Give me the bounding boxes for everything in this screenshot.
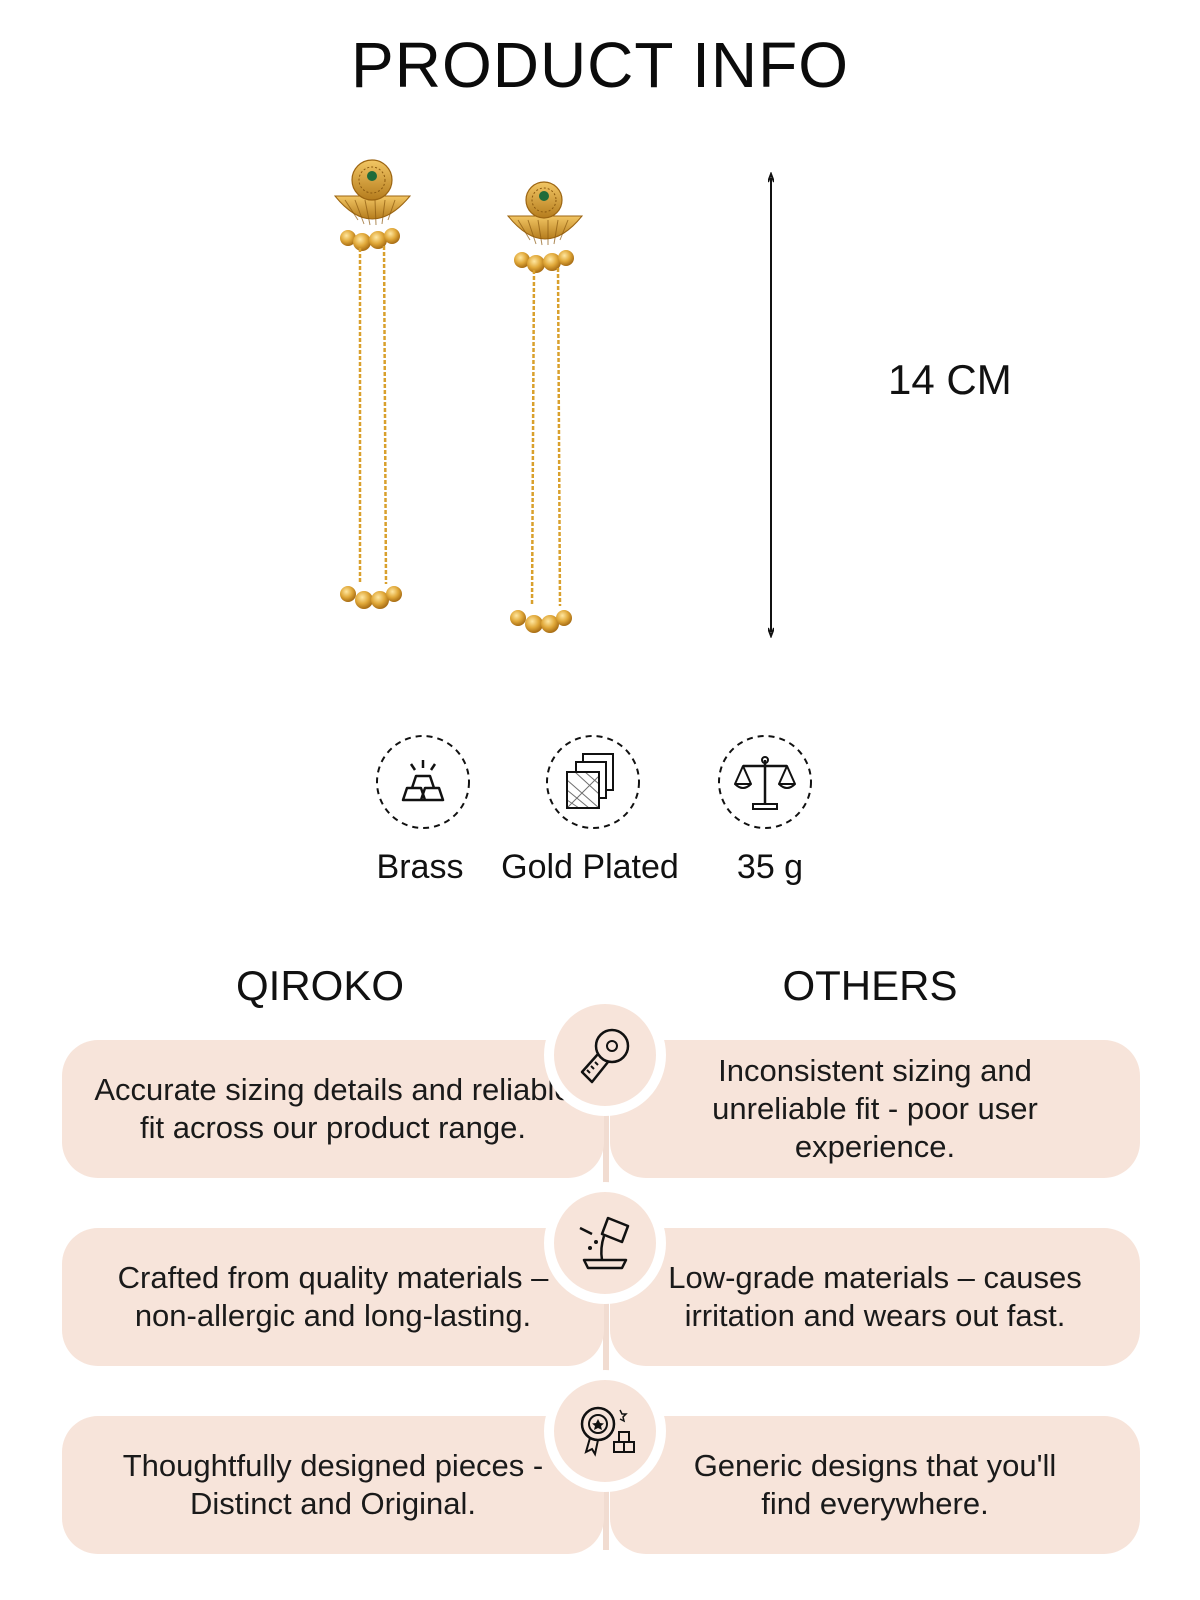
pouring-material-icon (579, 1216, 630, 1270)
spec-label-material: Brass (376, 848, 464, 886)
spec-label-finish: Gold Plated (501, 848, 679, 886)
comparison-row-3-brand-text: Thoughtfully designed pieces - Distinct … (122, 1448, 544, 1521)
comparison-row-3-brand: Thoughtfully designed pieces - Distinct … (62, 1416, 604, 1554)
comparison-row-2-brand-text: Crafted from quality materials – non-all… (117, 1260, 549, 1333)
comparison-row-3-others-text: Generic designs that you'll find everywh… (693, 1448, 1057, 1521)
comparison-row-2-others-text: Low-grade materials – causes irritation … (668, 1260, 1082, 1333)
plating-layers-icon (546, 735, 640, 829)
earrings-product-image (333, 159, 584, 633)
others-heading: OTHERS (782, 962, 958, 1009)
weighing-scale-icon (718, 735, 812, 829)
comparison-row-1-brand-text: Accurate sizing details and reliable fit… (94, 1072, 572, 1145)
comparison-row-1-badge (544, 994, 666, 1116)
comparison-divider (603, 1080, 609, 1550)
length-label: 14 CM (888, 356, 1012, 403)
page-title: PRODUCT INFO (351, 29, 849, 101)
comparison-row-2-badge (544, 1182, 666, 1304)
length-arrow-icon (768, 172, 774, 638)
comparison-row-3-badge (544, 1370, 666, 1492)
earring-left (333, 159, 412, 609)
comparison-row-1-brand: Accurate sizing details and reliable fit… (62, 1040, 604, 1178)
spec-label-weight: 35 g (736, 848, 804, 886)
comparison-row-2-brand: Crafted from quality materials – non-all… (62, 1228, 604, 1366)
measuring-tape-icon (580, 1028, 630, 1084)
comparison-row-3-others: Generic designs that you'll find everywh… (610, 1416, 1140, 1554)
brand-heading: QIROKO (235, 962, 405, 1009)
comparison-row-1-others: Inconsistent sizing and unreliable fit -… (610, 1040, 1140, 1178)
comparison-row-1-others-text: Inconsistent sizing and unreliable fit -… (712, 1053, 1038, 1164)
metal-bars-icon (376, 735, 470, 829)
earring-right (506, 181, 584, 633)
design-badge-icon (580, 1406, 635, 1457)
comparison-row-2-others: Low-grade materials – causes irritation … (610, 1228, 1140, 1366)
